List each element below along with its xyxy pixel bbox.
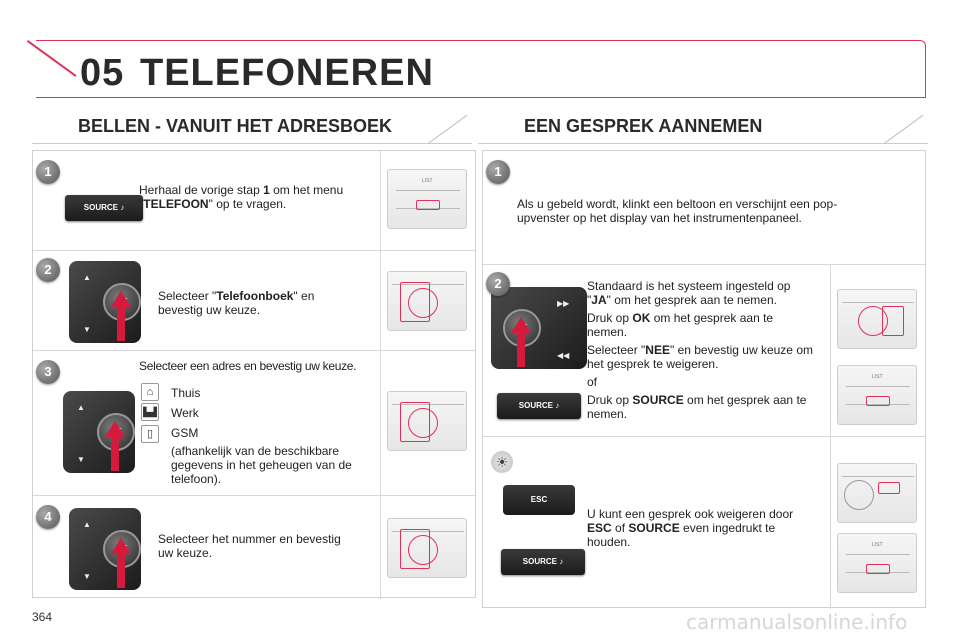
left-step-1-text: Herhaal de vorige stap 1 om het menu "TE… [139, 183, 344, 211]
left-step-4-text: Selecteer het nummer en bevestig uw keuz… [158, 532, 341, 560]
chapter-number: 05 [80, 52, 125, 94]
section-title-right: EEN GESPREK AANNEMEN [478, 108, 928, 144]
press-arrow-icon [111, 291, 131, 307]
step-badge-2: 2 [486, 272, 510, 296]
option-home-label: Thuis [171, 386, 201, 400]
left-step-2: ▲ ▼ OK Selecteer "Telefoonboek" en beves… [33, 251, 475, 351]
console-thumbnail: LIST [837, 365, 917, 425]
step-badge-4: 4 [36, 505, 60, 529]
right-steps-panel: Als u gebeld wordt, klinkt een beltoon e… [482, 150, 926, 609]
step-badge-2: 2 [36, 258, 60, 282]
option-work-label: Werk [171, 406, 199, 420]
section-title-line [884, 114, 924, 144]
console-thumbnail [387, 271, 467, 331]
factory-icon: ▙▟ [141, 403, 159, 421]
console-thumbnail [387, 518, 467, 578]
right-step-3-text: U kunt een gesprek ook weigeren door ESC… [587, 507, 794, 549]
right-step-2: ▶▶ ◀◀ OK SOURCE ♪ Standaard is het syste… [483, 265, 925, 437]
thumbnail-column [380, 496, 475, 599]
right-section-heading: EEN GESPREK AANNEMEN [524, 116, 763, 136]
ok-knob-control: ▲ ▼ OK [69, 261, 151, 343]
ok-knob-control: ▲ ▼ OK [69, 508, 151, 590]
left-steps-panel: SOURCE ♪ Herhaal de vorige stap 1 om het… [32, 150, 476, 599]
ok-knob-control: ▲ ▼ OK [63, 391, 145, 473]
page-number: 364 [32, 610, 53, 624]
left-step-3: Selecteer een adres en bevestig uw keuze… [33, 351, 475, 496]
console-thumbnail [387, 391, 467, 451]
chapter-header-frame [36, 40, 926, 98]
press-arrow-icon [111, 538, 131, 554]
thumbnail-column: LIST [830, 265, 925, 436]
thumbnail-column: LIST [830, 437, 925, 609]
option-gsm-label: GSM [171, 426, 199, 440]
console-thumbnail [837, 289, 917, 349]
press-arrow-icon [511, 317, 531, 333]
right-step-1: Als u gebeld wordt, klinkt een beltoon e… [483, 151, 925, 265]
source-button: SOURCE ♪ [497, 393, 581, 419]
console-thumbnail: LIST [837, 533, 917, 593]
step-badge-3: 3 [36, 360, 60, 384]
console-thumbnail [837, 463, 917, 523]
light-bulb-icon: ☀ [491, 451, 513, 473]
press-arrow-icon [105, 421, 125, 437]
section-title-line [428, 114, 468, 144]
mobile-phone-icon: ▯ [141, 425, 159, 443]
left-step-2-text: Selecteer "Telefoonboek" en bevestig uw … [158, 289, 315, 317]
source-button: SOURCE ♪ [65, 195, 143, 221]
console-thumbnail: LIST [387, 169, 467, 229]
esc-button: ESC [503, 485, 575, 515]
home-icon: ⌂ [141, 383, 159, 401]
source-button: SOURCE ♪ [501, 549, 585, 575]
watermark: carmanualsonline.info [686, 610, 908, 634]
section-title-left: BELLEN - VANUIT HET ADRESBOEK [32, 108, 472, 144]
step-badge-1: 1 [486, 160, 510, 184]
left-step-3-note: (afhankelijk van de beschikbare gegevens… [171, 444, 352, 486]
thumbnail-column [380, 251, 475, 350]
step-badge-1: 1 [36, 160, 60, 184]
right-step-1-text: Als u gebeld wordt, klinkt een beltoon e… [517, 197, 838, 225]
thumbnail-column [380, 351, 475, 495]
left-step-1: SOURCE ♪ Herhaal de vorige stap 1 om het… [33, 151, 475, 251]
left-step-3-heading: Selecteer een adres en bevestig uw keuze… [139, 359, 357, 373]
right-step-3: ☀ ESC SOURCE ♪ U kunt een gesprek ook we… [483, 437, 925, 609]
left-section-heading: BELLEN - VANUIT HET ADRESBOEK [78, 116, 393, 136]
left-step-4: ▲ ▼ OK Selecteer het nummer en bevestig … [33, 496, 475, 599]
thumbnail-column: LIST [380, 151, 475, 250]
right-step-2-text: Standaard is het systeem ingesteld op "J… [587, 279, 813, 421]
chapter-title: TELEFONEREN [140, 52, 434, 94]
ok-knob-control: ▶▶ ◀◀ OK [491, 287, 591, 369]
